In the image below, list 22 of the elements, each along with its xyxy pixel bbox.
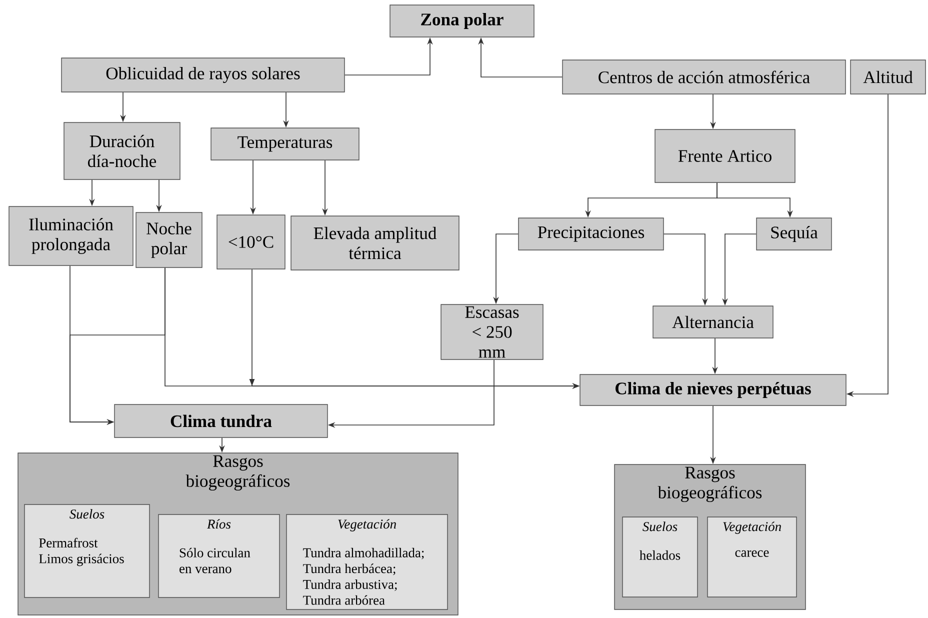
concept-box: Noche polar	[136, 212, 202, 268]
concept-box: Frente Artico	[654, 129, 796, 183]
climate-box: Zona polar	[390, 4, 534, 38]
feature-box: Suelos helados	[622, 516, 698, 598]
feature-box: Ríos Sólo circulan en verano	[158, 514, 280, 598]
concept-box: <10°C	[216, 214, 286, 270]
concept-box: Iluminación prolongada	[8, 206, 134, 266]
concept-box: Elevada amplitud térmica	[290, 216, 460, 270]
concept-box: Sequía	[756, 218, 832, 250]
feature-box: Vegetación carece	[707, 516, 797, 598]
climate-box: Clima tundra	[114, 404, 328, 438]
concept-box: Precipitaciones	[518, 218, 664, 250]
concept-box: Temperaturas	[210, 128, 360, 160]
concept-box: Escasas < 250 mm	[440, 304, 544, 360]
concept-box: Oblicuidad de rayos solares	[61, 58, 345, 92]
concept-box: Alternancia	[652, 306, 774, 338]
climate-box: Clima de nieves perpétuas	[580, 374, 846, 406]
feature-box: Vegetación Tundra almohadillada; Tundra herbácea; Tundra arbustiva; Tundra arbórea	[286, 514, 448, 610]
feature-box: Suelos Permafrost Limos grisácios	[24, 504, 150, 598]
concept-box: Altitud	[850, 60, 926, 94]
concept-box: Centros de acción atmosférica	[562, 60, 846, 94]
concept-box: Duración día-noche	[64, 122, 180, 180]
